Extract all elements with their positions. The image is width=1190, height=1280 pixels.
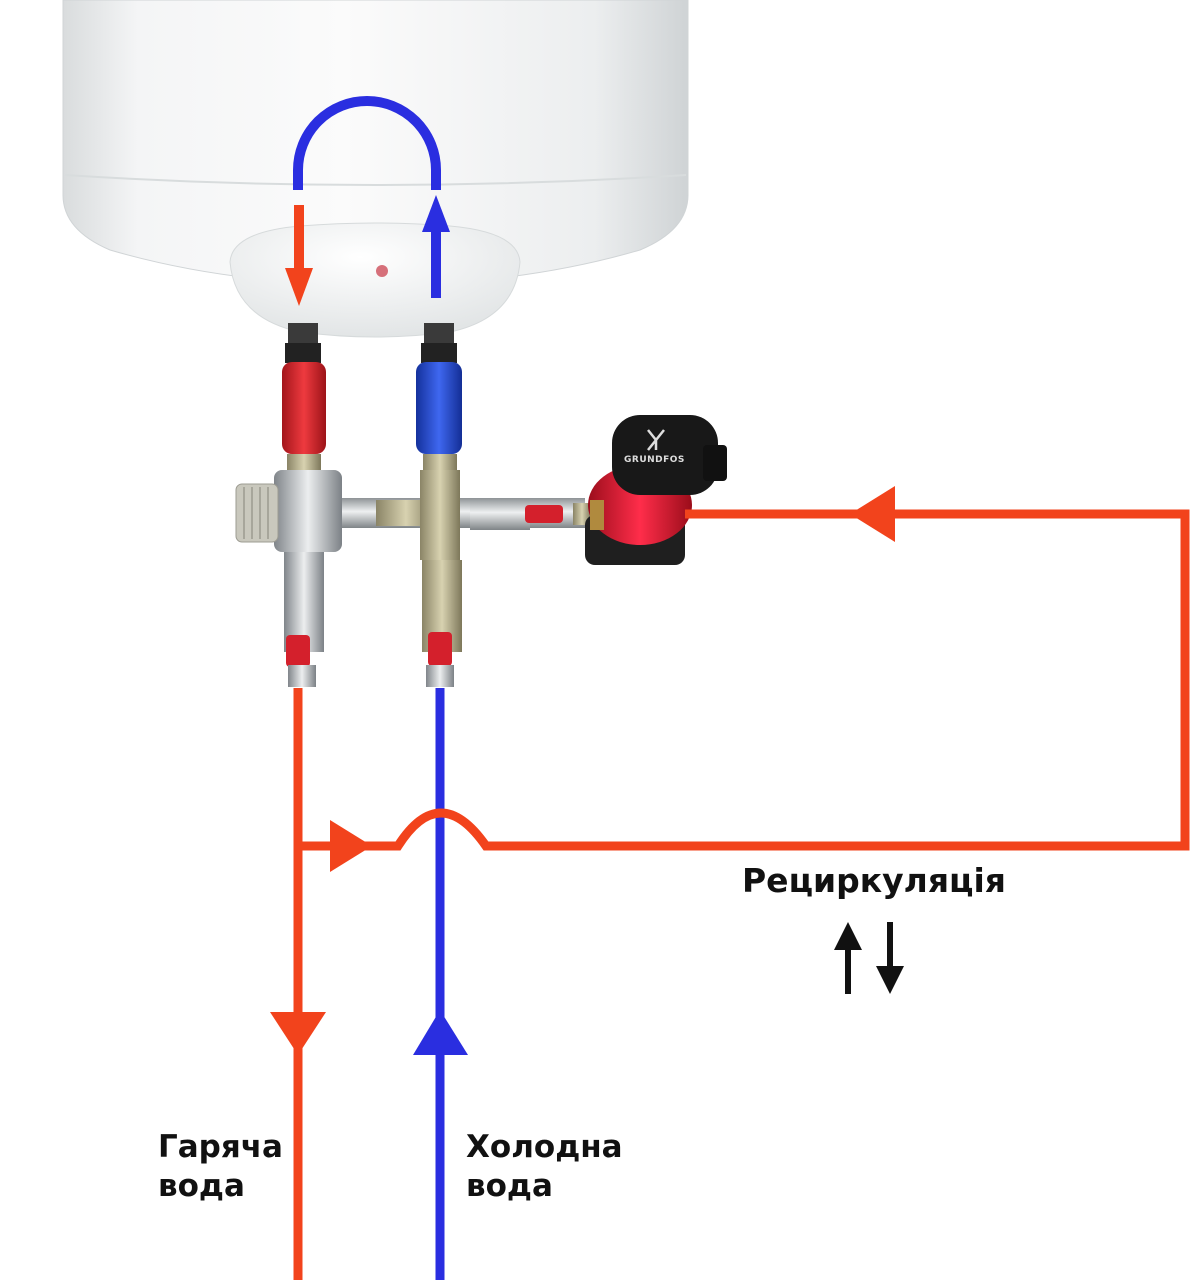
cold-hose	[416, 323, 462, 472]
tank-bottom-dome	[229, 222, 521, 338]
pump-head	[612, 415, 718, 495]
tank-seam	[64, 174, 687, 186]
hot-hose-insulation	[282, 362, 326, 454]
cold-water-label-line-1: Холодна	[466, 1129, 623, 1165]
recirculation-label-text: Рециркуляція	[742, 861, 1006, 900]
water-heater-tank	[62, 0, 689, 338]
hot-flow-arrow	[285, 268, 313, 306]
pipes	[270, 486, 1190, 1280]
pump-brand-label: GRUNDFOS	[624, 455, 685, 465]
hot-water-label: Гаряча вода	[158, 1128, 283, 1206]
cold-hose-insulation	[416, 362, 462, 454]
hot-water-label-line-2: вода	[158, 1167, 245, 1204]
recirculation-return-arrow	[330, 820, 372, 872]
cold-tee-fitting	[420, 470, 460, 560]
cold-water-up-arrow	[413, 1010, 468, 1055]
recirculation-pump-arrow	[850, 486, 895, 542]
cold-flow-arrow	[422, 195, 450, 232]
hot-ball-valve-handle	[286, 635, 310, 667]
cold-water-label: Холодна вода	[466, 1128, 623, 1206]
internal-flow	[285, 96, 450, 306]
mixing-valve-assembly	[235, 470, 591, 687]
circulation-pump: GRUNDFOS	[585, 415, 727, 565]
internal-circulation-arc	[293, 96, 441, 190]
grundfos-logo-icon	[647, 429, 665, 451]
recirculation-pipe	[298, 509, 1190, 851]
cold-ball-valve-handle	[428, 632, 452, 666]
hot-water-down-arrow	[270, 1012, 326, 1055]
recirculation-label: Рециркуляція	[742, 860, 1006, 901]
thermostatic-valve	[274, 470, 342, 552]
indicator-light	[376, 265, 388, 277]
cold-water-label-line-2: вода	[466, 1167, 553, 1204]
hot-hose	[282, 323, 326, 472]
hot-water-label-line-1: Гаряча	[158, 1129, 283, 1165]
recirculation-arrows-icon	[834, 922, 904, 994]
thermostat-knob	[235, 483, 279, 543]
